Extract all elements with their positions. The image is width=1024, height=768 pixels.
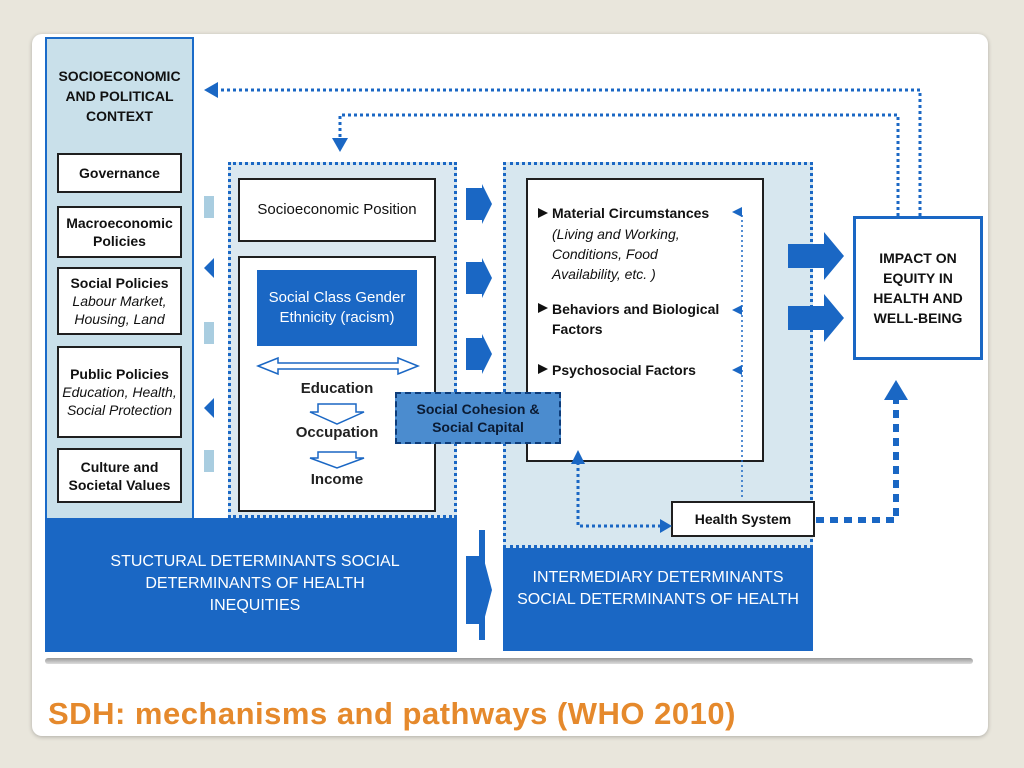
connector-stub <box>204 196 214 218</box>
context-item-heading: Macroeconomic Policies <box>66 215 173 249</box>
bullet-arrow-icon <box>538 208 548 218</box>
arrow-right-icon <box>788 294 844 342</box>
structural-band <box>45 518 457 652</box>
arrow-right-icon <box>466 258 492 298</box>
income-label: Income <box>310 471 364 488</box>
context-item-heading: Culture and Societal Values <box>68 458 171 493</box>
slide-divider <box>45 658 973 664</box>
intermediary-band-text: INTERMEDIARY DETERMINANTS SOCIAL DETERMI… <box>517 569 799 608</box>
context-item-public-policies: Public Policies Education, Health, Socia… <box>57 346 182 438</box>
social-cohesion-label: Social Cohesion & Social Capital <box>416 401 540 435</box>
social-class-text: Social Class Gender Ethnicity (racism) <box>268 289 406 326</box>
arrowhead-left-icon <box>204 82 218 98</box>
material-sub: (Living and Working, Conditions, Food Av… <box>552 226 680 282</box>
social-cohesion-box: Social Cohesion & Social Capital <box>395 392 561 444</box>
arrowhead-up-icon <box>571 450 585 464</box>
health-system-to-impact <box>816 394 899 523</box>
context-item-culture: Culture and Societal Values <box>57 448 182 503</box>
context-title: SOCIOECONOMIC AND POLITICAL CONTEXT <box>58 68 181 124</box>
health-system-feedback <box>576 462 668 528</box>
arrowhead-left-icon <box>732 365 742 375</box>
arrowhead-left-icon <box>732 207 742 217</box>
arrow-right-icon <box>466 334 492 374</box>
down-arrow-icon <box>309 451 365 469</box>
arrow-right-icon <box>466 184 492 224</box>
connector-stub <box>204 450 214 472</box>
context-item-sub: Labour Market, Housing, Land <box>72 293 167 327</box>
feedback-loop-outer <box>212 88 922 216</box>
occupation-label: Occupation <box>295 424 379 441</box>
context-item-social-policies: Social Policies Labour Market, Housing, … <box>57 267 182 335</box>
arrow-small-icon <box>204 398 214 418</box>
socioeconomic-position-label: Socioeconomic Position <box>257 201 417 218</box>
context-item-sub: Education, Health, Social Protection <box>62 384 177 418</box>
connector-stub <box>204 322 214 344</box>
structural-band-text: STUCTURAL DETERMINANTS SOCIAL DETERMINAN… <box>110 553 400 614</box>
intermediary-box <box>526 178 764 462</box>
slide-title: SDH: mechanisms and pathways (WHO 2010) <box>48 696 736 731</box>
arrowhead-up-icon <box>884 380 908 400</box>
feedback-loop-inner <box>338 113 900 216</box>
arrow-small-icon <box>204 258 214 278</box>
context-item-heading: Public Policies <box>70 366 169 382</box>
arrow-right-icon <box>788 232 844 280</box>
health-system-label: Health System <box>694 511 792 527</box>
behaviors-label: Behaviors and Biological Factors <box>552 301 720 337</box>
education-label: Education <box>300 380 374 397</box>
impact-label: IMPACT ON EQUITY IN HEALTH AND WELL-BEIN… <box>873 250 963 326</box>
context-item-heading: Governance <box>79 165 160 181</box>
health-system-box: Health System <box>671 501 815 537</box>
impact-box: IMPACT ON EQUITY IN HEALTH AND WELL-BEIN… <box>853 216 983 360</box>
material-heading: Material Circumstances <box>552 205 710 221</box>
socioeconomic-position-box: Socioeconomic Position <box>238 178 436 242</box>
context-item-governance: Governance <box>57 153 182 193</box>
context-item-macroeconomic: Macroeconomic Policies <box>57 206 182 258</box>
context-item-heading: Social Policies <box>70 275 169 291</box>
social-class-box: Social Class Gender Ethnicity (racism) <box>257 270 417 346</box>
arrowhead-left-icon <box>732 305 742 315</box>
bullet-arrow-icon <box>538 303 548 313</box>
arrowhead-right-icon <box>660 519 672 533</box>
double-arrow-icon <box>255 356 421 376</box>
down-arrow-icon <box>309 403 365 425</box>
arrow-shaft <box>479 530 485 640</box>
arrowhead-down-icon <box>332 138 348 152</box>
bullet-arrow-icon <box>538 364 548 374</box>
psychosocial-label: Psychosocial Factors <box>552 362 696 378</box>
intermediary-band <box>503 548 813 651</box>
